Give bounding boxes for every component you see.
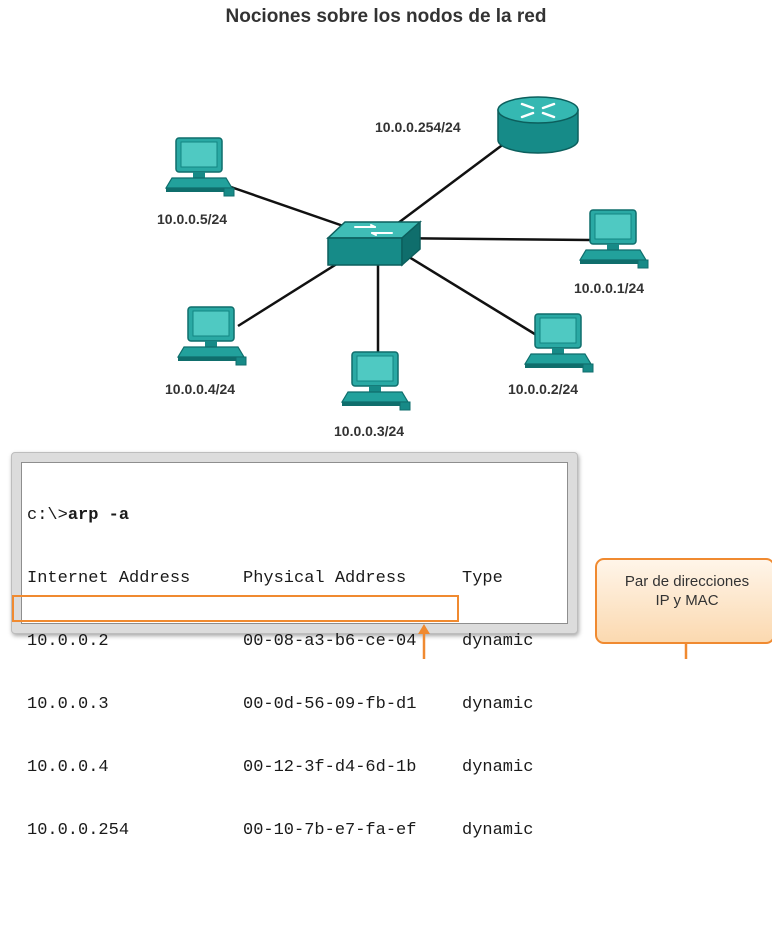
pc-icon-host-5 — [165, 137, 235, 197]
network-links — [227, 141, 591, 360]
arp-row: 10.0.0.3 00-0d-56-09-fb-d1 dynamic — [22, 694, 567, 715]
callout-line-2: IP y MAC — [655, 592, 719, 609]
host-4-label: 10.0.0.4/24 — [165, 381, 235, 397]
callout-box: Par de direcciones IP y MAC — [595, 558, 772, 644]
arp-ip: 10.0.0.2 — [27, 632, 109, 651]
arp-row: 10.0.0.2 00-08-a3-b6-ce-04 dynamic — [22, 631, 567, 652]
header-internet-address: Internet Address — [27, 569, 191, 588]
command-prompt: c:\> — [27, 506, 68, 525]
host-1-label: 10.0.0.1/24 — [574, 280, 644, 296]
network-diagram: 10.0.0.254/24 10.0.0.5/24 10.0.0.1/24 10… — [157, 96, 649, 439]
arp-mac: 00-08-a3-b6-ce-04 — [243, 632, 417, 651]
callout-line-1: Par de direcciones — [624, 573, 750, 590]
highlight-box — [12, 595, 459, 622]
arp-row-highlighted: 10.0.0.254 00-10-7b-e7-fa-ef dynamic — [22, 820, 567, 841]
command-text: arp -a — [67, 506, 130, 525]
header-type: Type — [462, 569, 503, 588]
router-icon — [497, 96, 579, 154]
arp-ip: 10.0.0.254 — [27, 821, 130, 840]
host-5-label: 10.0.0.5/24 — [157, 211, 227, 227]
arp-mac: 00-12-3f-d4-6d-1b — [243, 758, 417, 777]
arp-mac: 00-0d-56-09-fb-d1 — [243, 695, 417, 714]
callout-text: Par de direcciones IP y MAC — [597, 572, 772, 610]
router-label: 10.0.0.254/24 — [375, 119, 461, 135]
pc-icon-host-4 — [177, 306, 247, 366]
arp-row: 10.0.0.4 00-12-3f-d4-6d-1b dynamic — [22, 757, 567, 778]
arp-header-row: Internet Address Physical Address Type — [22, 568, 567, 589]
arp-type: dynamic — [462, 632, 534, 651]
arp-mac: 00-10-7b-e7-fa-ef — [243, 821, 417, 840]
arp-ip: 10.0.0.4 — [27, 758, 109, 777]
switch-icon — [326, 220, 422, 267]
pc-icon-host-1 — [579, 209, 649, 269]
diagram-title: Nociones sobre los nodos de la red — [225, 6, 547, 27]
header-physical-address: Physical Address — [243, 569, 407, 588]
pc-icon-host-2 — [524, 313, 594, 373]
arp-ip: 10.0.0.3 — [27, 695, 109, 714]
arp-type: dynamic — [462, 758, 534, 777]
host-2-label: 10.0.0.2/24 — [508, 381, 578, 397]
host-3-label: 10.0.0.3/24 — [334, 423, 404, 439]
arp-type: dynamic — [462, 821, 534, 840]
command-line: c:\>arp -a — [22, 505, 567, 526]
arp-type: dynamic — [462, 695, 534, 714]
pc-icon-host-3 — [341, 351, 411, 411]
